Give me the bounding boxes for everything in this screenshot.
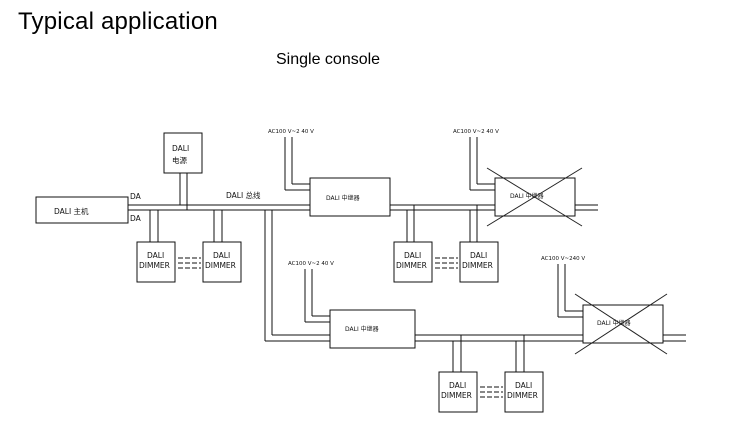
power-supply-label-1: DALI: [172, 144, 189, 153]
dimmer-6-line-2: DIMMER: [507, 391, 538, 400]
dali-relay-crossed-2: DALI 中继器: [574, 293, 668, 355]
dimmer-6-line-1: DALI: [515, 381, 532, 390]
dimmer-3-line-1: DALI: [404, 251, 421, 260]
relay-crossed-2-label: DALI 中继器: [597, 319, 631, 327]
da-label-top: DA: [130, 192, 142, 201]
diagram-subtitle: Single console: [276, 51, 381, 68]
dimmer-ellipsis-1: [178, 257, 201, 269]
dali-dimmer-6: DALI DIMMER: [504, 371, 544, 413]
ac-label-2: AC100 V~2 40 V: [453, 129, 499, 135]
dali-dimmer-2: DALI DIMMER: [202, 241, 242, 283]
dali-dimmer-4: DALI DIMMER: [459, 241, 499, 283]
relay-crossed-1-label: DALI 中继器: [510, 192, 544, 200]
dimmer-5-line-1: DALI: [449, 381, 466, 390]
page-title: Typical application: [18, 8, 218, 35]
dali-relay-1: DALI 中继器: [309, 177, 391, 217]
ac-label-1: AC100 V~2 40 V: [268, 129, 314, 135]
dali-master-box: DALI 主机: [35, 196, 129, 224]
dimmer-2-line-1: DALI: [213, 251, 230, 260]
dimmer-4-line-2: DIMMER: [462, 261, 493, 270]
dali-relay-2: DALI 中继器: [329, 309, 416, 349]
ac-label-3: AC100 V~2 40 V: [288, 261, 334, 267]
relay-2-label: DALI 中继器: [345, 325, 379, 333]
relay-1-label: DALI 中继器: [326, 194, 360, 202]
dimmer-ellipsis-2: [435, 257, 458, 269]
dimmer-1-line-1: DALI: [147, 251, 164, 260]
da-label-bottom: DA: [130, 214, 142, 223]
dali-power-supply-box: DALI 电源: [163, 132, 203, 174]
dimmer-2-line-2: DIMMER: [205, 261, 236, 270]
ac-label-4: AC100 V~240 V: [541, 256, 585, 262]
dali-relay-crossed-1: DALI 中继器: [486, 167, 583, 227]
dali-dimmer-5: DALI DIMMER: [438, 371, 478, 413]
dali-dimmer-1: DALI DIMMER: [136, 241, 176, 283]
dali-bus-label: DALI 总线: [226, 190, 261, 200]
dali-master-label: DALI 主机: [54, 206, 89, 216]
dali-dimmer-3: DALI DIMMER: [393, 241, 433, 283]
dimmer-1-line-2: DIMMER: [139, 261, 170, 270]
dimmer-4-line-1: DALI: [470, 251, 487, 260]
dimmer-3-line-2: DIMMER: [396, 261, 427, 270]
power-supply-label-2: 电源: [172, 155, 187, 165]
dimmer-5-line-2: DIMMER: [441, 391, 472, 400]
dimmer-ellipsis-3: [480, 386, 503, 398]
